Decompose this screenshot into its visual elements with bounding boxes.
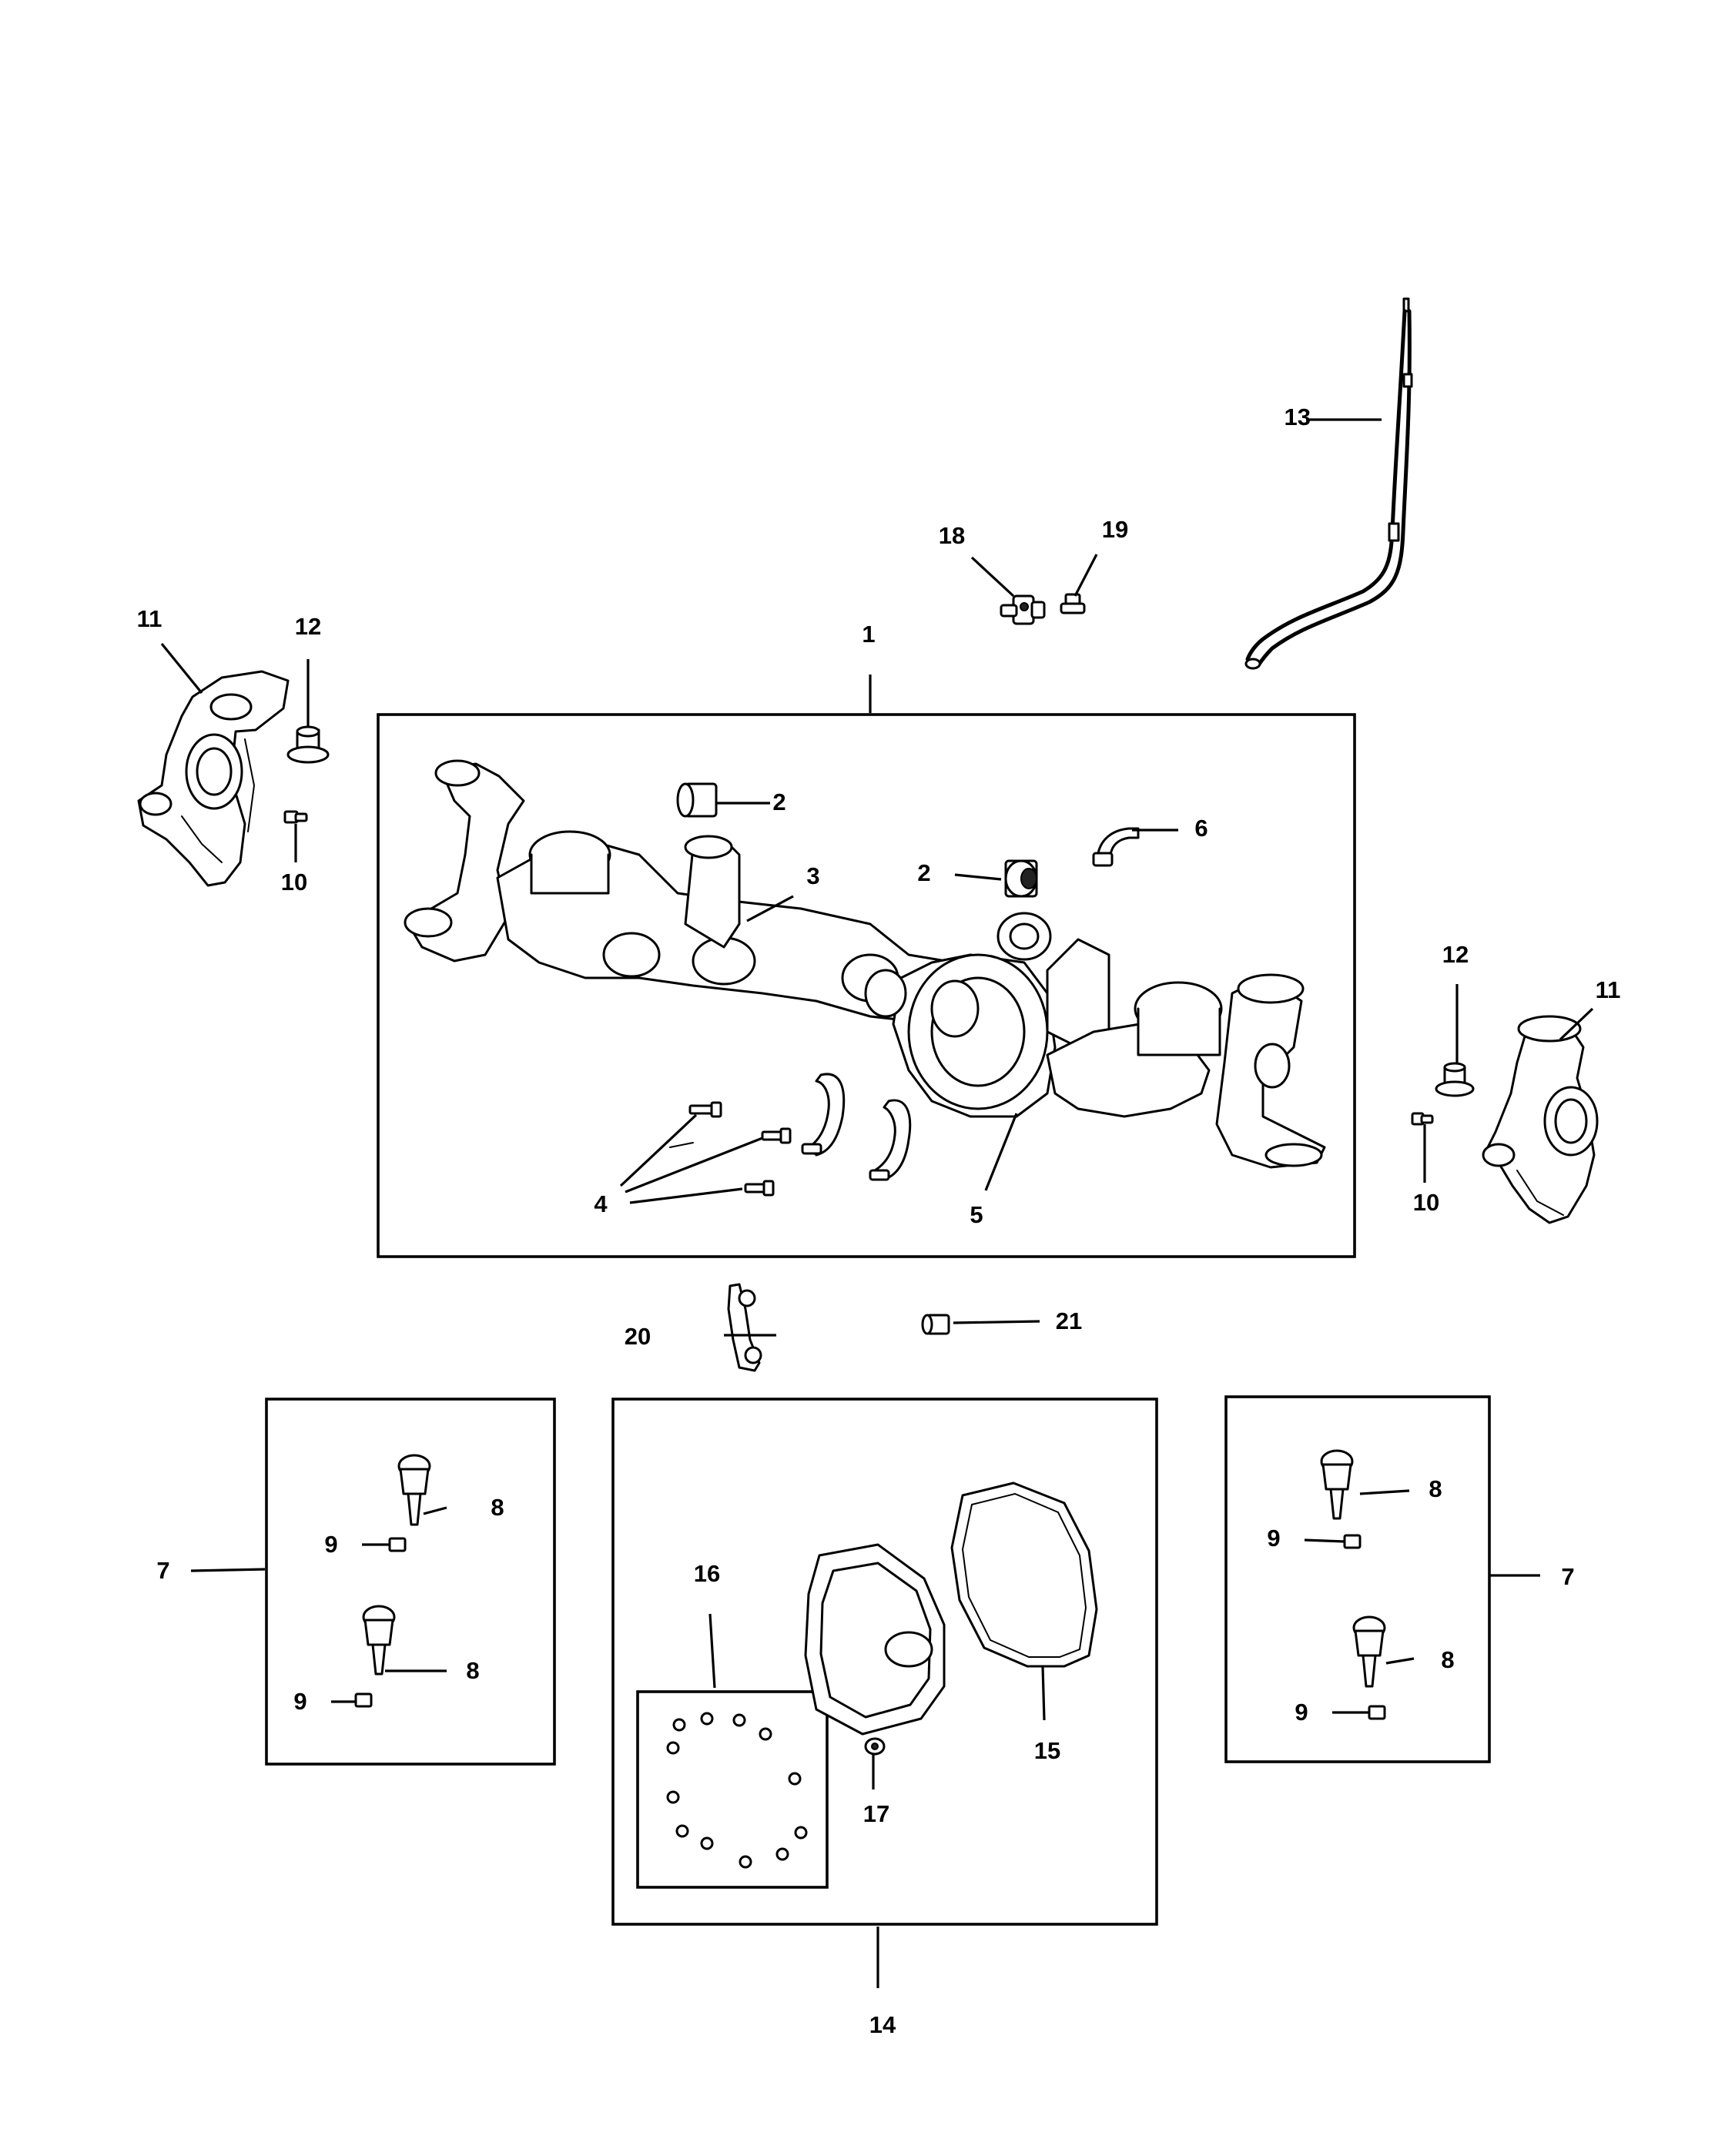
steering-knuckle-right xyxy=(1482,1015,1599,1224)
callout-8b: 8 xyxy=(466,1657,479,1684)
bolt-part-19 xyxy=(1060,593,1086,614)
callout-9c: 9 xyxy=(1267,1525,1280,1552)
ball-joint-lower-left xyxy=(362,1605,396,1676)
callout-8c: 8 xyxy=(1429,1475,1442,1502)
bearing-caps xyxy=(801,1073,912,1181)
bolt-part-10-right xyxy=(1411,1112,1434,1126)
callout-9a: 9 xyxy=(324,1531,337,1558)
bolts-part-4 xyxy=(669,1101,792,1197)
callout-14: 14 xyxy=(869,2011,896,2038)
callout-4: 4 xyxy=(594,1190,608,1217)
bushing-part-12-right xyxy=(1435,1062,1475,1097)
ball-joint-lower-right xyxy=(1352,1615,1386,1688)
callout-7a: 7 xyxy=(156,1557,169,1584)
ball-joint-kit-frame-right xyxy=(1224,1395,1491,1763)
spacer-part-21 xyxy=(921,1314,950,1335)
callout-17: 17 xyxy=(863,1800,889,1827)
callout-9b: 9 xyxy=(293,1688,306,1715)
callout-19: 19 xyxy=(1102,516,1128,543)
axle-housing xyxy=(404,759,1326,1169)
callout-11a: 11 xyxy=(137,605,162,632)
callout-3: 3 xyxy=(806,862,819,889)
callout-12a: 12 xyxy=(295,613,321,640)
callout-15: 15 xyxy=(1034,1737,1060,1764)
bolts-part-16 xyxy=(666,1712,808,1869)
callout-10b: 10 xyxy=(1413,1189,1439,1216)
callout-16: 16 xyxy=(694,1560,720,1587)
callout-9d: 9 xyxy=(1295,1699,1308,1726)
bolt-set-frame xyxy=(636,1690,829,1889)
callout-2b: 2 xyxy=(917,859,930,886)
elbow-fitting-part-6 xyxy=(1092,827,1140,867)
bushing-part-2a xyxy=(676,782,718,818)
nut-part-9-b xyxy=(354,1692,373,1708)
bushing-part-12-left xyxy=(286,725,330,764)
cover-kit-frame xyxy=(611,1398,1158,1926)
callout-8a: 8 xyxy=(491,1494,504,1521)
callout-18: 18 xyxy=(939,522,965,549)
diff-cover-part-14 xyxy=(804,1543,946,1736)
nut-part-9-d xyxy=(1368,1705,1386,1720)
callout-12b: 12 xyxy=(1442,941,1469,968)
callout-8d: 8 xyxy=(1441,1646,1454,1673)
bushing-part-2b xyxy=(1004,859,1038,898)
sensor-part-18 xyxy=(1000,594,1046,625)
callout-11b: 11 xyxy=(1596,976,1621,1003)
callout-7b: 7 xyxy=(1561,1563,1574,1590)
callout-20: 20 xyxy=(625,1323,651,1350)
vent-tube xyxy=(1244,297,1413,670)
gasket-part-15 xyxy=(950,1481,1098,1668)
ball-joint-upper-right xyxy=(1320,1449,1354,1520)
nut-part-9-a xyxy=(388,1537,407,1552)
axle-assembly-frame xyxy=(377,713,1356,1258)
callout-10a: 10 xyxy=(281,869,307,896)
callout-13: 13 xyxy=(1285,403,1311,430)
steering-knuckle-left xyxy=(137,670,290,887)
plug-part-17 xyxy=(864,1737,886,1756)
bracket-part-20 xyxy=(727,1283,762,1372)
callout-5: 5 xyxy=(970,1201,983,1228)
callout-2a: 2 xyxy=(772,788,785,815)
nut-part-9-c xyxy=(1343,1534,1362,1549)
callout-21: 21 xyxy=(1056,1307,1082,1334)
ball-joint-upper-left xyxy=(397,1454,431,1526)
bolt-part-10-left xyxy=(283,810,308,824)
ball-joint-kit-frame-left xyxy=(265,1398,556,1766)
callout-1: 1 xyxy=(862,621,875,648)
callout-6: 6 xyxy=(1194,815,1208,842)
